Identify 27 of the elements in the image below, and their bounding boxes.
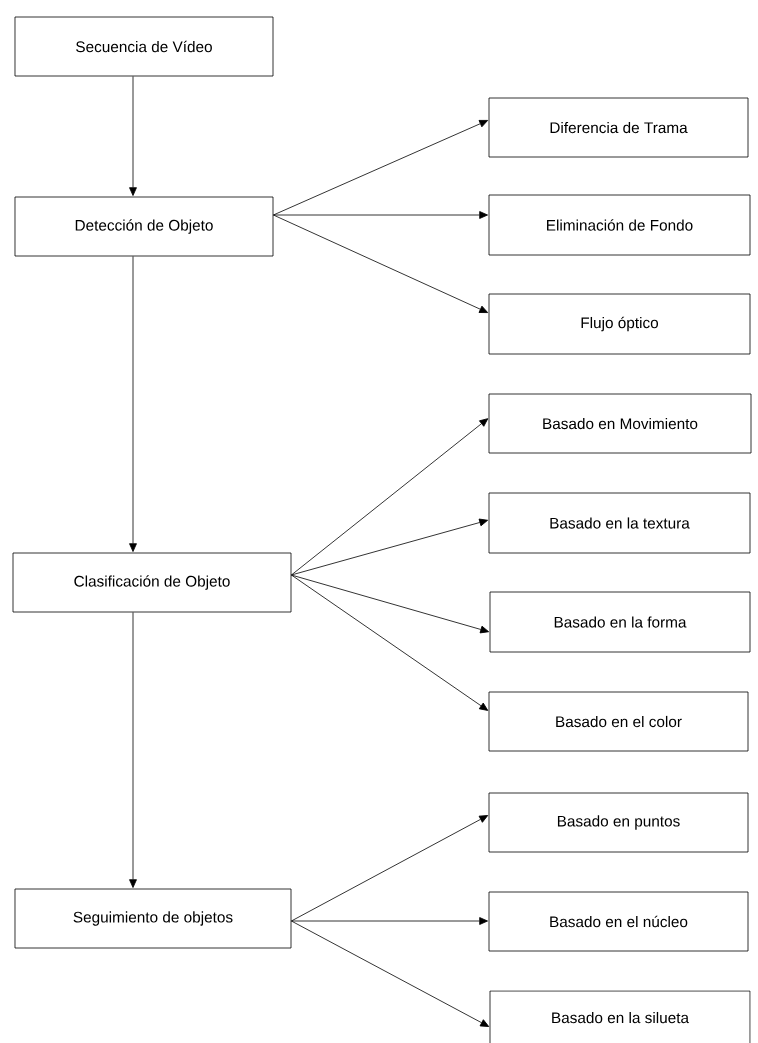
arrow: [129, 256, 137, 552]
process-box: Secuencia de Vídeo: [14, 16, 274, 77]
process-box: Basado en la forma: [489, 591, 751, 653]
process-box: Seguimiento de objetos: [14, 888, 292, 949]
process-box: Clasificación de Objeto: [12, 552, 292, 613]
process-box: Basado en la silueta: [489, 990, 751, 1043]
process-box: Eliminación de Fondo: [488, 194, 751, 256]
process-box: Flujo óptico: [488, 293, 751, 355]
arrow: [291, 917, 488, 925]
arrow: [273, 120, 489, 216]
arrow: [291, 574, 490, 634]
arrow: [291, 815, 489, 922]
process-box: Basado en el núcleo: [488, 891, 749, 952]
process-box: Basado en Movimiento: [488, 393, 752, 454]
arrow: [291, 418, 489, 576]
process-box: Diferencia de Trama: [488, 97, 749, 158]
arrow: [129, 76, 137, 196]
arrow: [291, 518, 489, 576]
arrow: [273, 214, 489, 313]
arrow: [291, 574, 489, 711]
process-box: Basado en el color: [488, 691, 749, 752]
arrow: [129, 612, 137, 888]
process-box: Basado en la textura: [488, 492, 751, 554]
process-box: Detección de Objeto: [14, 196, 274, 257]
process-box: Basado en puntos: [488, 792, 749, 853]
arrow: [291, 920, 490, 1027]
arrow: [273, 211, 488, 219]
